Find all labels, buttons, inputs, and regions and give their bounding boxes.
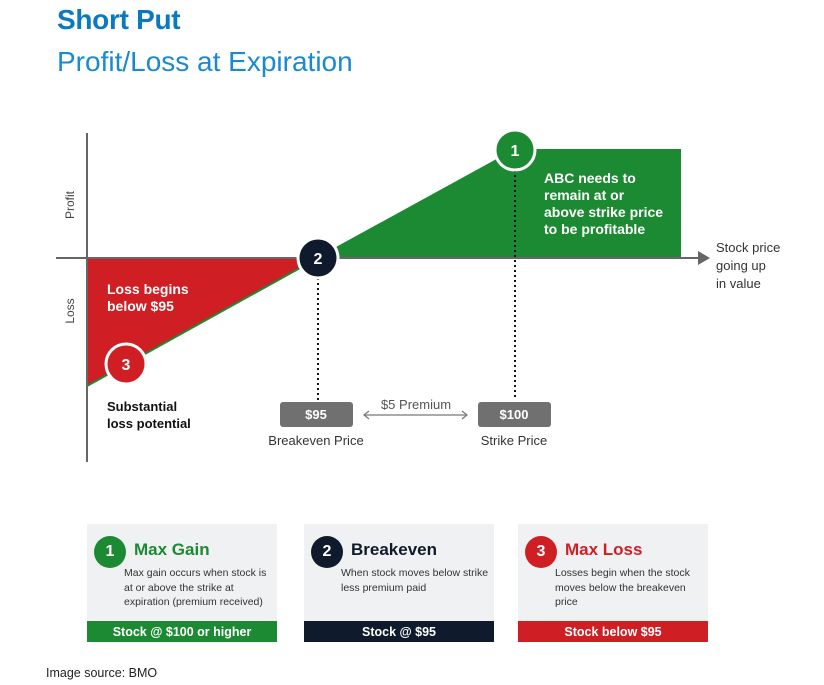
max-gain-marker bbox=[493, 128, 537, 172]
loss-note: Loss begins below $95 bbox=[107, 281, 193, 314]
max-gain-card: 1 Max Gain Max gain occurs when stock is… bbox=[87, 524, 277, 642]
loss-note-line-1: Loss begins bbox=[107, 281, 189, 297]
profit-note-line-1: ABC needs to bbox=[544, 170, 636, 186]
breakeven-marker-number: 2 bbox=[314, 251, 323, 268]
y-axis-profit-label: Profit bbox=[63, 190, 77, 219]
max-loss-marker-number: 3 bbox=[122, 357, 131, 374]
x-axis-label-line-1: Stock price bbox=[716, 240, 780, 255]
max-gain-card-condition: Stock @ $100 or higher bbox=[87, 621, 277, 642]
loss-potential-line-2: loss potential bbox=[107, 416, 191, 431]
strike-price-caption: Strike Price bbox=[481, 433, 547, 448]
max-loss-card-condition: Stock below $95 bbox=[518, 621, 708, 642]
page-title: Short Put bbox=[57, 4, 181, 35]
breakeven-price-caption: Breakeven Price bbox=[268, 433, 363, 448]
premium-label: $5 Premium bbox=[381, 397, 451, 412]
breakeven-price-value: $95 bbox=[305, 407, 327, 422]
premium-arrow-left-head bbox=[363, 410, 370, 420]
breakeven-card-description: When stock moves below strike less premi… bbox=[341, 567, 489, 594]
breakeven-card: 2 Breakeven When stock moves below strik… bbox=[304, 524, 494, 642]
x-axis-label-line-2: going up bbox=[716, 258, 766, 273]
payoff-line bbox=[86, 149, 681, 387]
loss-potential-line-1: Substantial bbox=[107, 399, 177, 414]
payoff-diagram: Profit Loss Stock price going up in valu… bbox=[56, 128, 784, 462]
profit-note: ABC needs to remain at or above strike p… bbox=[544, 170, 667, 237]
strike-price-tag bbox=[478, 402, 551, 427]
max-gain-card-description: Max gain occurs when stock is at or abov… bbox=[124, 567, 267, 608]
loss-note-line-2: below $95 bbox=[107, 298, 174, 314]
profit-note-line-2: remain at or bbox=[544, 187, 625, 203]
max-loss-card-title: Max Loss bbox=[565, 540, 643, 559]
breakeven-card-badge: 2 bbox=[311, 536, 343, 568]
profit-note-line-3: above strike price bbox=[544, 204, 663, 220]
profit-region bbox=[318, 150, 681, 258]
breakeven-marker bbox=[296, 236, 340, 280]
breakeven-card-title: Breakeven bbox=[351, 540, 438, 559]
image-source-caption: Image source: BMO bbox=[46, 666, 158, 680]
x-axis-label: Stock price going up in value bbox=[716, 240, 784, 291]
x-axis-arrowhead bbox=[698, 251, 710, 265]
max-loss-card-description: Losses begin when the stock moves below … bbox=[555, 567, 690, 608]
profit-note-line-4: to be profitable bbox=[544, 221, 645, 237]
loss-potential-note: Substantial loss potential bbox=[107, 399, 191, 431]
breakeven-price-tag bbox=[280, 402, 353, 427]
strike-price-value: $100 bbox=[500, 407, 529, 422]
max-loss-marker bbox=[104, 342, 148, 386]
max-gain-marker-number: 1 bbox=[511, 143, 520, 160]
premium-arrow-right-head bbox=[461, 410, 468, 420]
breakeven-card-condition: Stock @ $95 bbox=[304, 621, 494, 642]
page-subtitle: Profit/Loss at Expiration bbox=[57, 46, 353, 77]
max-loss-card: 3 Max Loss Losses begin when the stock m… bbox=[518, 524, 708, 642]
max-gain-card-title: Max Gain bbox=[134, 540, 210, 559]
x-axis-label-line-3: in value bbox=[716, 276, 761, 291]
max-gain-card-badge: 1 bbox=[94, 536, 126, 568]
max-loss-card-badge: 3 bbox=[525, 536, 557, 568]
y-axis-loss-label: Loss bbox=[63, 298, 77, 323]
